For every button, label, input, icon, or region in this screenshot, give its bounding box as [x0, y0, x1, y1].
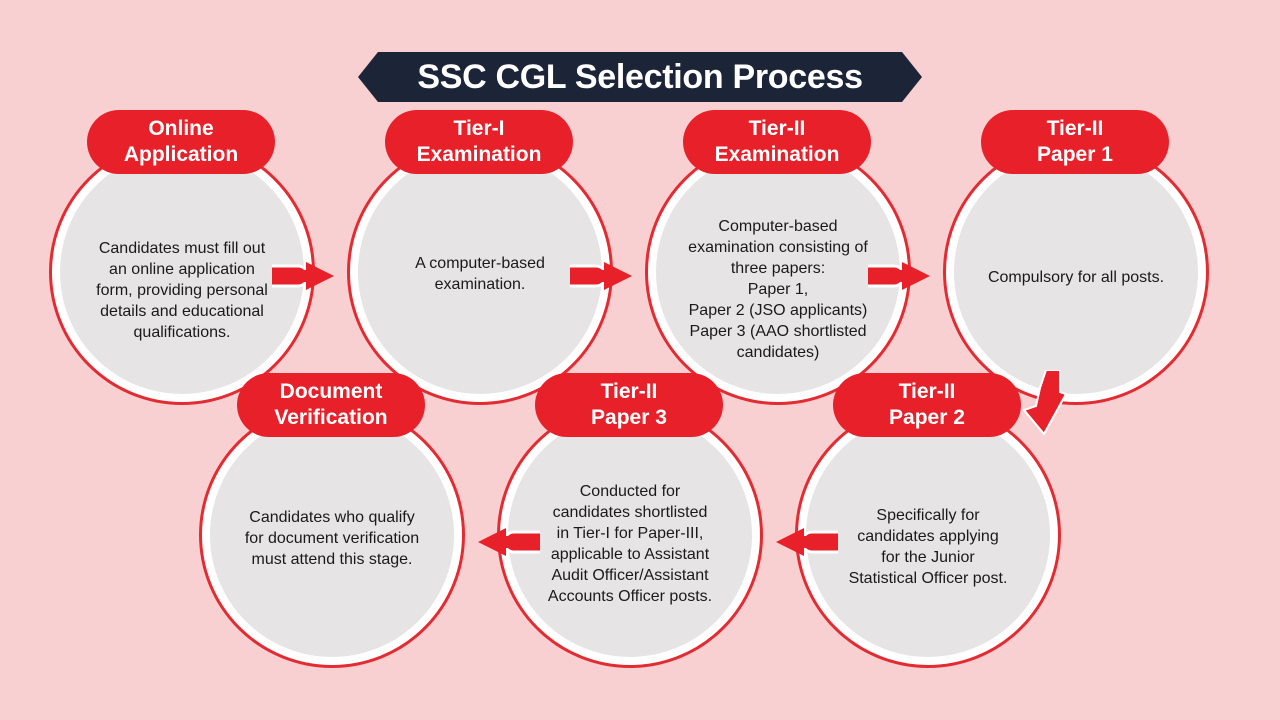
diagram-title: SSC CGL Selection Process — [417, 57, 863, 96]
step-circle — [202, 405, 462, 665]
arrow-right-icon — [272, 262, 334, 290]
step-title: Tier-I Examination — [385, 110, 573, 174]
title-banner: SSC CGL Selection Process — [358, 52, 922, 102]
step-tier-2-paper-1: Tier-II Paper 1 Compulsory for all posts… — [946, 110, 1206, 402]
step-document-verification: Document Verification Candidates who qua… — [202, 373, 462, 665]
step-title: Tier-II Paper 1 — [981, 110, 1169, 174]
arrow-right-icon — [570, 262, 632, 290]
arrow-left-icon — [478, 528, 540, 556]
step-circle — [946, 142, 1206, 402]
arrow-left-icon — [776, 528, 838, 556]
step-title: Tier-II Paper 3 — [535, 373, 723, 437]
arrow-right-icon — [868, 262, 930, 290]
step-title: Online Application — [87, 110, 275, 174]
arrow-down-left-icon — [1022, 370, 1066, 436]
step-description: Compulsory for all posts. — [987, 269, 1165, 286]
step-title: Document Verification — [237, 373, 425, 437]
step-title: Tier-II Examination — [683, 110, 871, 174]
step-circle — [350, 142, 610, 402]
step-online-application: Online Application Candidates must fill … — [52, 110, 312, 402]
step-title: Tier-II Paper 2 — [833, 373, 1021, 437]
